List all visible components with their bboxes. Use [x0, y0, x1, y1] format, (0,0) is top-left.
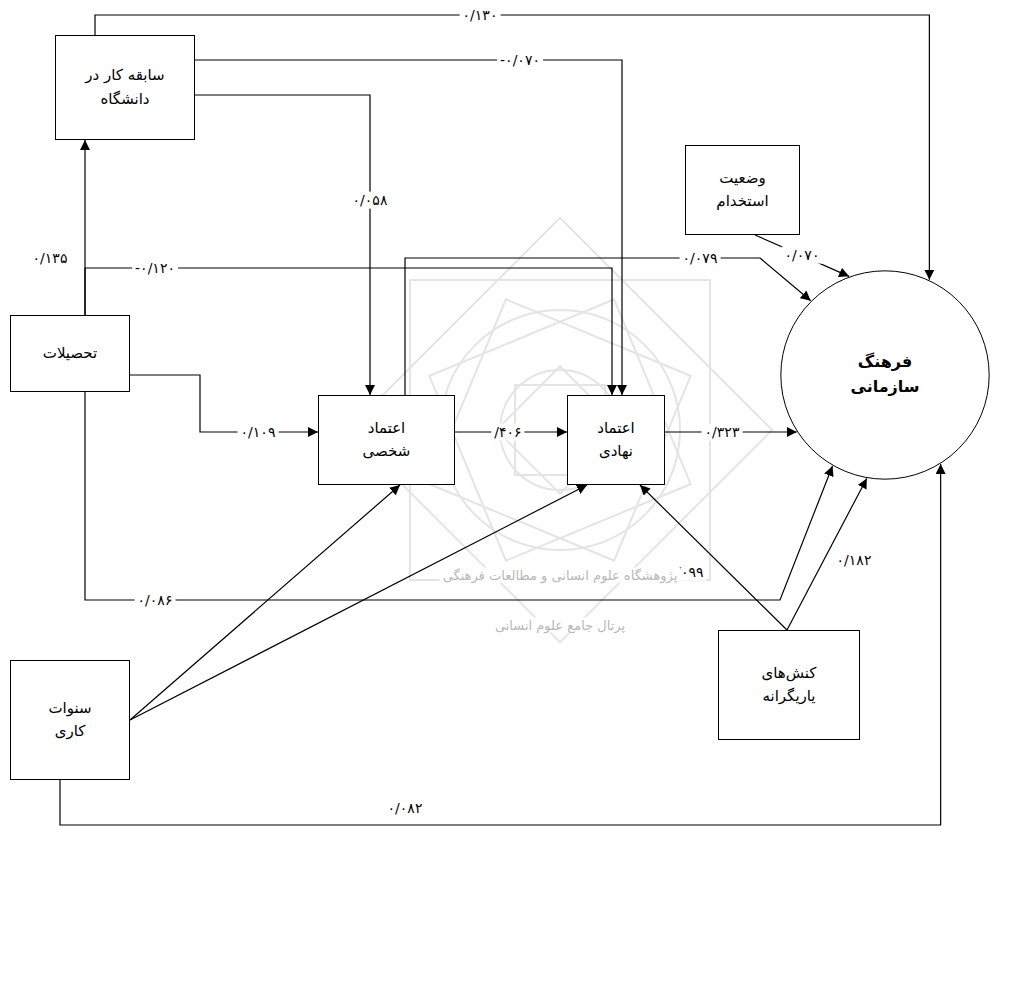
path-arrow: [405, 258, 811, 395]
path-coefficient: ۰/۳۲۳: [702, 424, 743, 441]
path-arrow: [85, 268, 612, 395]
path-coefficient: ۰/۰۷۹: [680, 250, 721, 267]
circle-shape: [781, 271, 989, 479]
node-text: وضعیت استخدام: [700, 167, 785, 214]
variable-box: سنوات کاری: [10, 660, 130, 780]
watermark-text: پرتال جامع علوم انسانی: [492, 618, 628, 633]
path-coefficient: ۰/۰۸۲: [385, 800, 426, 817]
path-coefficient: -۰/۱۲۰: [132, 260, 178, 277]
outcome-circle: فرهنگ سازمانی: [780, 270, 990, 480]
path-arrow: [85, 392, 833, 600]
path-arrow: [130, 485, 587, 720]
path-coefficient: ۰/۱۸۲: [834, 552, 875, 569]
node-text: تحصیلات: [43, 342, 97, 365]
variable-box: وضعیت استخدام: [685, 145, 800, 235]
path-arrow: [130, 375, 318, 432]
path-coefficient: ۰/۰۵۸: [350, 192, 391, 209]
path-coefficient: -۰/۰۷۰: [497, 52, 543, 69]
node-text: اعتماد شخصی: [349, 417, 424, 464]
node-text: اعتماد نهادی: [583, 417, 649, 464]
variable-box: کنش‌های یاریگرانه: [718, 630, 860, 740]
path-coefficient: ۰/۱۰۹: [238, 424, 279, 441]
path-coefficient: ۰/۰۸۶: [135, 592, 176, 609]
star-square: [429, 299, 690, 560]
variable-box: اعتماد نهادی: [567, 395, 665, 485]
path-arrow: [640, 485, 787, 630]
variable-box: سابقه کار در دانشگاه: [55, 35, 195, 140]
path-coefficient: /۴۰۶: [491, 424, 524, 441]
path-coefficient: ۰/۰۷۰: [782, 247, 823, 264]
variable-box: اعتماد شخصی: [318, 395, 455, 485]
path-coefficient: ۰/۱۳۵: [30, 250, 71, 267]
path-arrow: [60, 464, 941, 825]
node-text: کنش‌های یاریگرانه: [744, 662, 834, 709]
circle-outline: [780, 270, 990, 480]
watermark-text: پژوهشگاه علوم انسانی و مطالعات فرهنگی: [440, 568, 681, 583]
path-coefficient: ۰/۱۳۰: [460, 7, 501, 24]
star-ring: [440, 310, 680, 550]
path-arrow: [195, 60, 622, 395]
node-text: سابقه کار در دانشگاه: [70, 64, 180, 111]
variable-box: تحصیلات: [10, 315, 130, 392]
star-square: [410, 280, 710, 580]
path-arrow: [755, 235, 849, 276]
node-text: سنوات کاری: [40, 697, 100, 744]
node-text: فرهنگ سازمانی: [840, 350, 930, 400]
star-square: [429, 299, 690, 560]
path-arrow: [195, 95, 370, 395]
path-arrow: [95, 15, 929, 280]
